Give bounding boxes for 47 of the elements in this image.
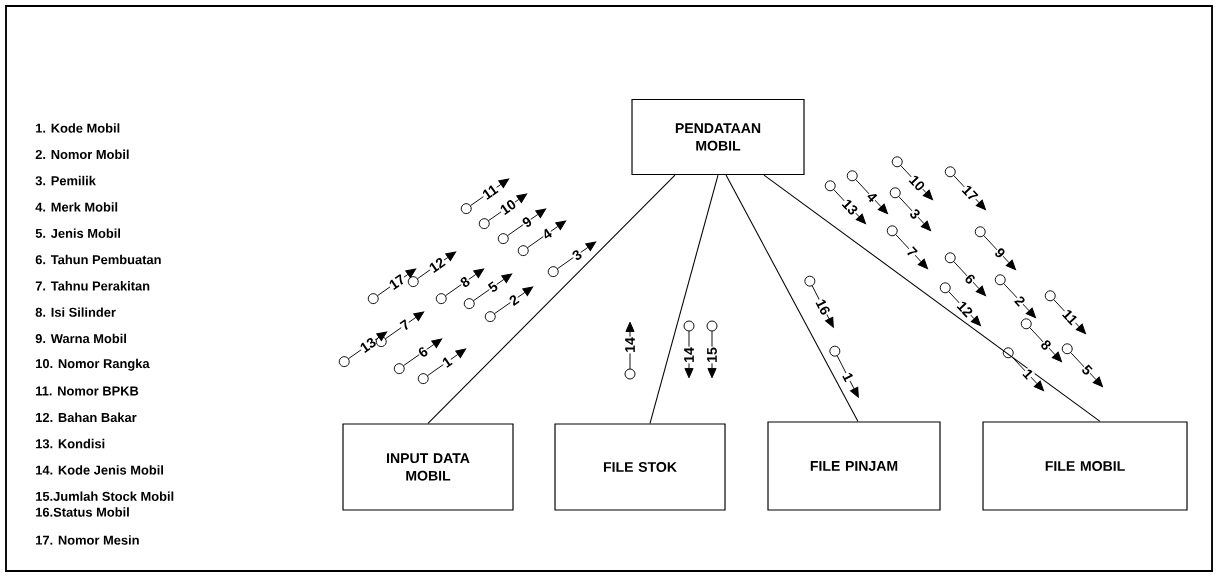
data-couple: 5 [1061, 343, 1104, 388]
data-couple: 13 [338, 331, 388, 368]
key-item: 1. Kode Mobil [36, 123, 120, 133]
data-couple: 1 [829, 345, 859, 398]
key-item: 7. Tahnu Perakitan [35, 281, 150, 291]
data-couple: 16 [804, 275, 834, 328]
data-couple: 17 [944, 166, 987, 211]
data-couple: 12 [407, 251, 457, 288]
key-item: 2. Nomor Mobil [35, 149, 129, 160]
key-item: 6. Tahun Pembuatan [35, 254, 161, 265]
data-couple: 2 [994, 274, 1037, 319]
process-box: FILE STOK [554, 423, 726, 511]
key-item: 10. Nomor Rangka [36, 358, 150, 371]
data-couple: 6 [944, 252, 987, 297]
key-item: 11. Nomor BPKB [36, 386, 139, 396]
key-item: 4. Merk Mobil [35, 202, 118, 212]
key-item: 17. Nomor Mesin [36, 535, 139, 545]
data-couple: 14 [683, 320, 695, 379]
data-couple: 11 [1044, 290, 1087, 335]
data-couple: 14 [624, 321, 636, 380]
connector-line [763, 174, 1101, 422]
data-couple: 10 [891, 156, 934, 201]
key-item: 5. Jenis Mobil [35, 228, 120, 238]
key-item: 16.Status Mobil [36, 507, 129, 517]
data-couple: 8 [1020, 318, 1063, 363]
connector-line [649, 174, 719, 424]
data-couple: 17 [367, 268, 417, 305]
data-couple: 13 [824, 180, 867, 225]
key-item: 8. Isi Silinder [35, 307, 116, 317]
process-box: INPUT DATA MOBIL [342, 423, 514, 511]
key-item: 13. Kondisi [36, 438, 105, 449]
key-item: 15.Jumlah Stock Mobil [36, 491, 174, 501]
process-box: PENDATAAN MOBIL [631, 98, 805, 176]
connector-line [725, 174, 859, 422]
data-couple: 3 [547, 241, 597, 278]
data-couple: 7 [886, 225, 929, 270]
key-item: 3. Pemilik [35, 175, 96, 186]
process-box: FILE PINJAM [767, 421, 941, 511]
process-box: FILE MOBIL [982, 421, 1188, 511]
data-couple: 6 [393, 338, 443, 375]
key-item: 14. Kode Jenis Mobil [36, 465, 163, 475]
data-couple: 15 [706, 320, 718, 379]
data-couple: 9 [974, 226, 1017, 271]
connector-line [427, 174, 676, 424]
data-couple: 7 [375, 311, 425, 348]
key-item: 9. Warna Mobil [35, 333, 126, 344]
key-item: 12. Bahan Bakar [36, 412, 137, 423]
